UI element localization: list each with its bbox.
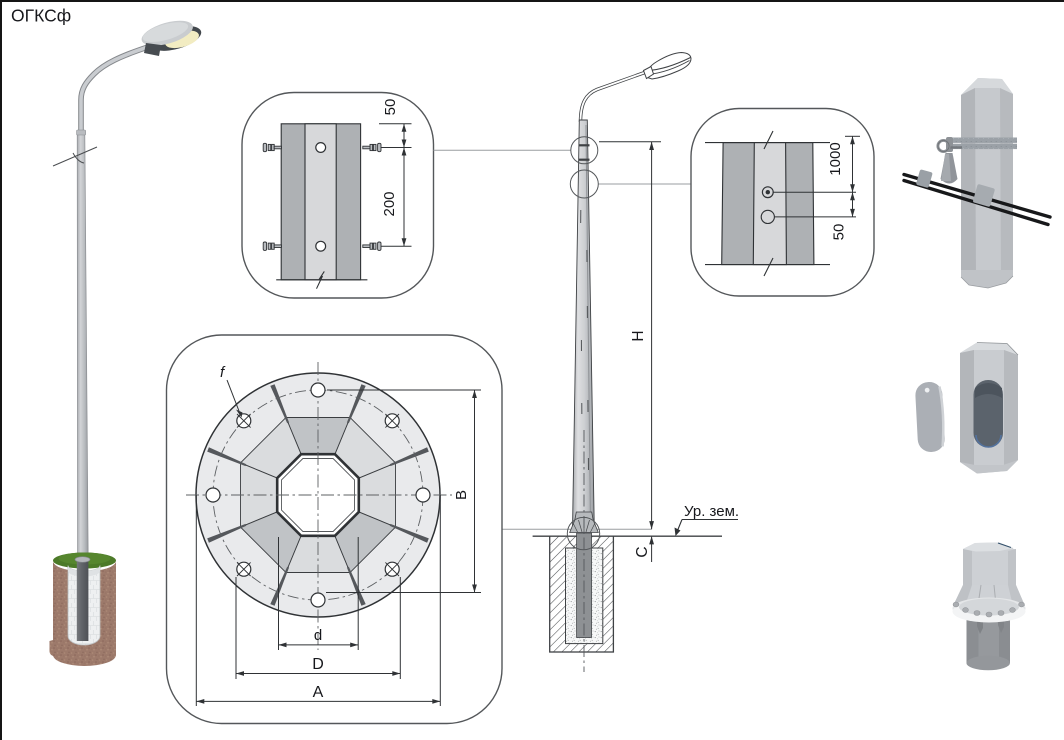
- svg-text:H: H: [630, 330, 647, 341]
- svg-text:d: d: [314, 627, 322, 644]
- svg-text:50: 50: [382, 99, 399, 116]
- svg-text:Ур. зем.: Ур. зем.: [684, 503, 739, 520]
- svg-text:ОГКСф: ОГКСф: [11, 6, 71, 26]
- svg-text:D: D: [312, 656, 324, 673]
- svg-text:1000: 1000: [827, 142, 844, 175]
- svg-text:50: 50: [831, 224, 848, 241]
- svg-text:A: A: [313, 684, 324, 701]
- svg-text:f: f: [220, 364, 226, 381]
- svg-text:200: 200: [381, 191, 398, 216]
- svg-text:B: B: [453, 490, 470, 500]
- svg-text:C: C: [634, 546, 651, 557]
